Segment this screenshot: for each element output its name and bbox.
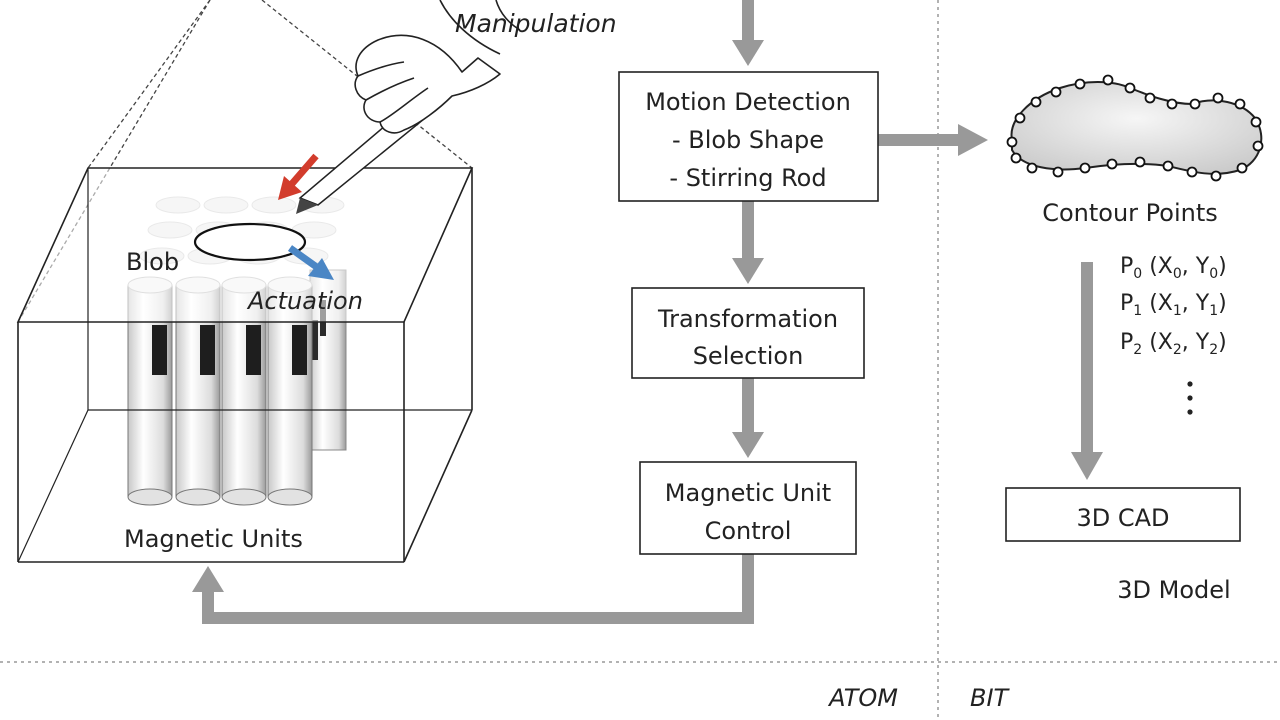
atom-label: ATOM [827, 684, 898, 712]
ellipsis-dots [1187, 381, 1193, 415]
point-p0: P0 (X0, Y0) [1120, 254, 1227, 282]
blue-arrow [287, 245, 334, 280]
cad-label: 3D CAD [1076, 504, 1169, 532]
point-list: P0 (X0, Y0) P1 (X1, Y1) P2 (X2, Y2) [1120, 254, 1227, 358]
actuation-label: Actuation [246, 287, 363, 315]
3d-model-label: 3D Model [1117, 576, 1230, 604]
point-p2: P2 (X2, Y2) [1120, 330, 1227, 358]
contour-points-label: Contour Points [1042, 199, 1218, 227]
magnetic-control-line-2: Control [705, 517, 792, 545]
magnetic-control-line-1: Magnetic Unit [665, 479, 831, 507]
transformation-box [631, 287, 865, 379]
blob-shape [193, 222, 307, 262]
contour-points [1006, 74, 1264, 182]
red-arrow [278, 153, 319, 200]
bit-label: BIT [970, 684, 1011, 712]
motion-detection-line-2: - Blob Shape [672, 126, 824, 154]
container-box [17, 168, 473, 563]
hand-icon [354, 0, 521, 134]
blob-label: Blob [126, 248, 179, 276]
magnetic-control-box [639, 461, 857, 555]
motion-detection-box [618, 71, 879, 202]
motion-detection-line-3: - Stirring Rod [669, 164, 826, 192]
manipulation-label: Manipulation [455, 9, 617, 38]
transformation-line-1: Transformation [657, 305, 838, 333]
transformation-line-2: Selection [693, 342, 804, 370]
point-p1: P1 (X1, Y1) [1120, 291, 1227, 319]
magnetic-units-label: Magnetic Units [124, 525, 303, 553]
cad-box [1005, 487, 1241, 542]
motion-detection-line-1: Motion Detection [645, 88, 851, 116]
flow-arrows [192, 0, 1103, 624]
